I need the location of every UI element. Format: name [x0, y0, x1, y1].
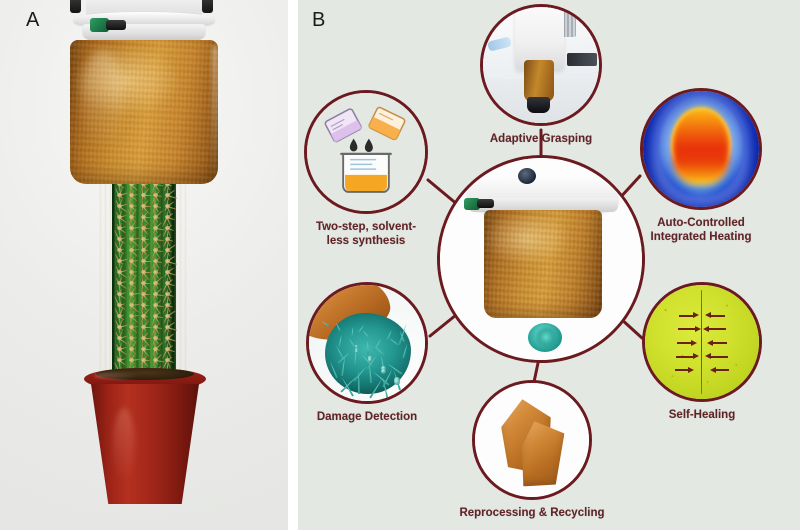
mount-clip-left: [70, 0, 81, 13]
panel-a-label: A: [26, 9, 40, 31]
robot-arm-housing: [515, 7, 565, 70]
adaptive-grasping-photo: [483, 7, 599, 123]
self-healing-micrograph: [645, 285, 759, 399]
line-to-recycling: [532, 361, 540, 384]
node-auto-controlled-heating[interactable]: Auto-Controlled Integrated Heating: [640, 88, 762, 243]
damage-detection-label: Damage Detection: [316, 411, 418, 423]
mount-clip-right: [202, 0, 213, 13]
center-amber-texture: [484, 210, 602, 318]
center-spiky-object: [506, 308, 584, 360]
panel-b-label: B: [312, 9, 326, 31]
center-mount-knob: [518, 168, 536, 184]
gripper-rim-light: [212, 45, 219, 176]
grasped-object: [527, 97, 551, 113]
heating-circle: [640, 88, 762, 210]
node-center-gripper: [437, 155, 645, 363]
pot-rim-highlight: [94, 372, 140, 379]
synthesis-label: Two-step, solvent- less synthesis: [315, 221, 417, 248]
pot-body-highlight: [113, 408, 135, 484]
damage-detection-photo: [309, 285, 425, 401]
center-circle: [437, 155, 645, 363]
amber-gripper-body: [70, 40, 219, 184]
crack-line: [700, 289, 703, 395]
lab-dark-object: [566, 53, 597, 67]
pot-soil: [96, 368, 194, 380]
center-gripper-photo: [440, 158, 642, 360]
gripper-amber-surface: [70, 40, 218, 184]
synthesis-circle: [304, 90, 428, 214]
adaptive-grasping-circle: [480, 4, 602, 126]
adaptive-amber-gripper: [523, 60, 554, 103]
black-connector: [106, 20, 126, 30]
recycling-circle: [472, 380, 592, 500]
panel-b: B: [298, 0, 800, 530]
node-damage-detection[interactable]: Damage Detection: [306, 282, 428, 423]
center-green-connector: [464, 198, 480, 210]
beaker-flask-icon: [324, 106, 406, 193]
panel-divider: [288, 0, 298, 530]
center-amber-gripper: [484, 210, 602, 318]
self-healing-label: Self-Healing: [668, 409, 736, 421]
node-adaptive-grasping[interactable]: Adaptive Grasping: [480, 4, 602, 145]
center-mount-collar: [468, 198, 618, 212]
node-self-healing[interactable]: Self-Healing: [642, 282, 762, 421]
recycling-label: Reprocessing & Recycling: [459, 507, 605, 519]
green-connector: [90, 18, 109, 32]
damage-detection-circle: [306, 282, 428, 404]
thermal-image: [643, 91, 759, 207]
node-reprocessing-recycling[interactable]: Reprocessing & Recycling: [459, 380, 605, 519]
center-black-connector: [477, 199, 494, 208]
thermal-hot-core: [673, 108, 729, 185]
cactus-plant: [100, 169, 188, 405]
recycling-photo: [475, 383, 589, 497]
gripper-highlight: [81, 48, 124, 150]
gripper-texture-overlay: [70, 40, 218, 184]
adaptive-grasping-label: Adaptive Grasping: [489, 133, 593, 145]
synthesis-icon: [307, 93, 425, 211]
robot-mount-assembly: [68, 0, 220, 48]
lab-blue-object: [486, 36, 512, 53]
panel-a: A: [0, 0, 288, 530]
plant-pot: [84, 368, 206, 506]
heating-label: Auto-Controlled Integrated Heating: [650, 217, 752, 244]
self-healing-circle: [642, 282, 762, 402]
node-two-step-synthesis[interactable]: Two-step, solvent- less synthesis: [304, 90, 428, 247]
pot-body: [91, 384, 199, 504]
